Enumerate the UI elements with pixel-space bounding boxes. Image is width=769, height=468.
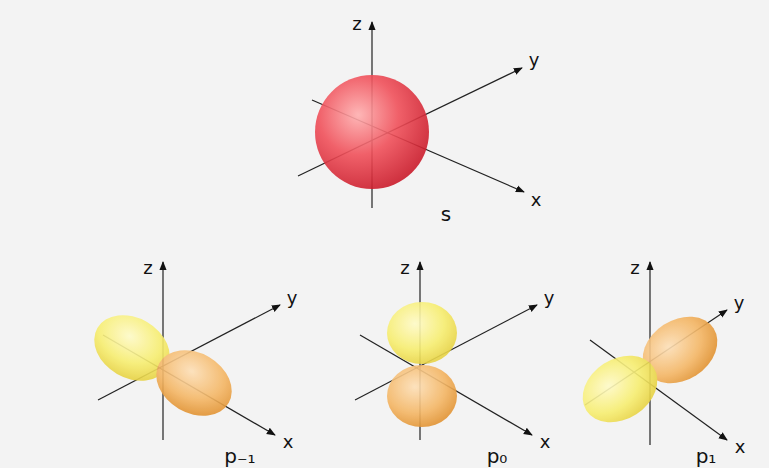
axis-label: z (143, 259, 152, 277)
s-orbital (315, 75, 429, 189)
axis-label: x (540, 433, 551, 451)
orbital-label: s (441, 204, 451, 224)
axis-label: x (735, 438, 746, 456)
axis-label: y (529, 51, 540, 69)
axis-label: z (630, 259, 639, 277)
orbital-label: p₀ (487, 446, 508, 466)
orbital-label: p₋₁ (224, 446, 255, 466)
axes (98, 22, 727, 445)
p-zero-orbital (387, 302, 457, 427)
axis-label: z (352, 15, 361, 33)
p-minus-one-orbital (82, 302, 243, 429)
axis-label: z (400, 259, 409, 277)
axis-label: y (544, 289, 555, 307)
p-one-orbital (570, 303, 730, 436)
axis-label: y (287, 289, 298, 307)
axis-label: x (283, 433, 294, 451)
orbital-label: p₁ (696, 446, 717, 466)
axis-label: x (531, 191, 542, 209)
axis-label: y (734, 294, 745, 312)
